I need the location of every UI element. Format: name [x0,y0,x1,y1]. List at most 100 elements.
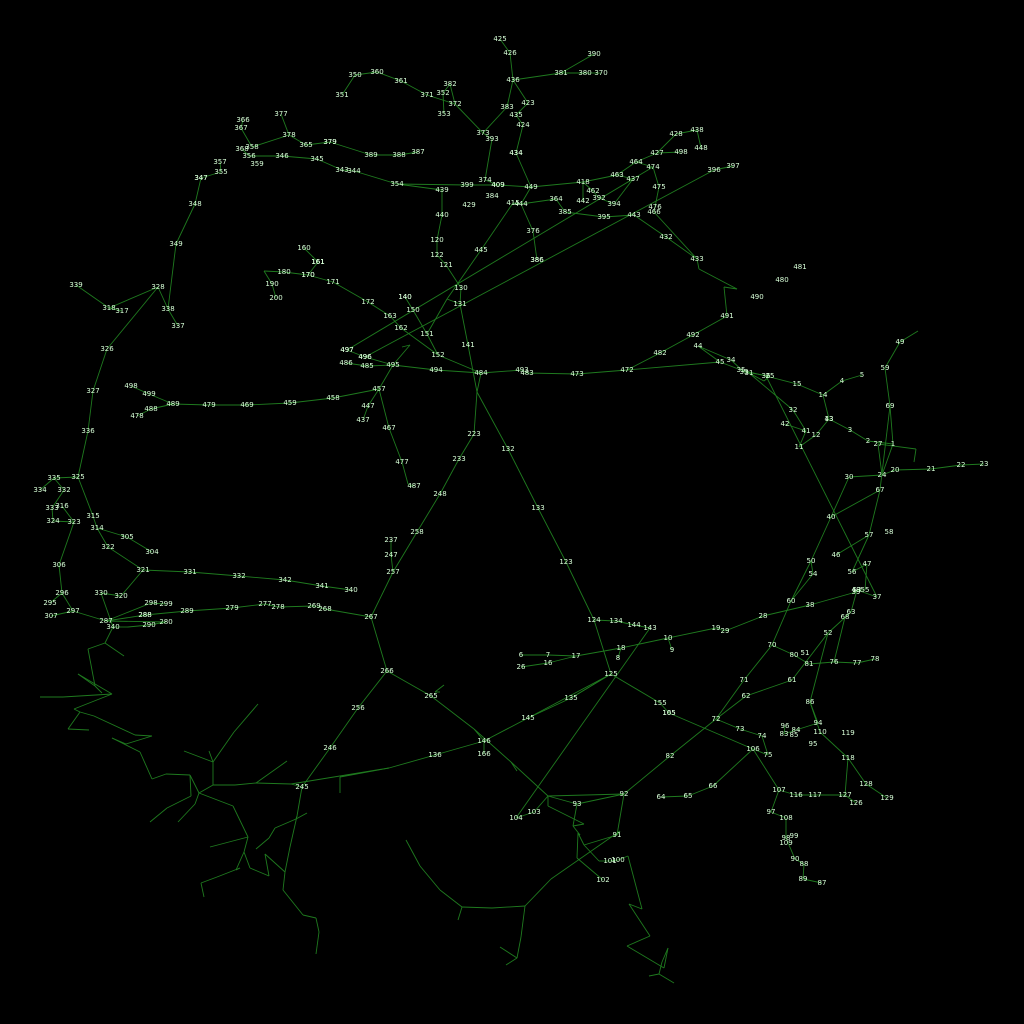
node-label: 11 [795,443,804,451]
graph-edge [73,708,81,713]
node-label: 339 [69,281,82,289]
graph-edge [94,685,103,694]
node-label: 126 [849,799,863,807]
node-label: 485 [360,362,373,370]
node-label: 23 [980,460,989,468]
graph-edge [315,931,320,955]
graph-edge [865,783,888,799]
node-label: 77 [853,659,862,667]
node-label: 72 [712,715,721,723]
node-label: 423 [521,99,534,107]
graph-edge [296,786,303,817]
graph-edge [459,287,462,305]
node-label: 299 [159,600,172,608]
graph-edge [315,917,320,933]
graph-edge [515,811,535,819]
node-label: 494 [429,366,443,374]
graph-edge [739,728,763,737]
graph-edge [603,214,635,218]
graph-edge [616,793,625,836]
node-label: 84 [792,726,801,734]
graph-edge [329,707,359,749]
graph-edge [346,166,654,351]
graph-edge [61,505,75,523]
node-label: 464 [629,158,643,166]
node-label: 122 [430,251,443,259]
node-label: 4 [840,377,845,385]
graph-edge [913,448,917,463]
graph-edge [446,249,482,300]
graph-edge [473,728,512,763]
graph-edge [177,803,196,823]
graph-edge [370,616,388,672]
node-label: 371 [420,91,433,99]
node-label: 474 [646,163,660,171]
node-label: 165 [662,709,675,717]
node-label: 69 [886,402,895,410]
node-label: 279 [225,604,238,612]
graph-edge [52,520,75,523]
graph-edge [281,155,318,160]
graph-edge [75,284,110,309]
node-label: 333 [45,504,58,512]
graph-edge [100,592,122,597]
node-label: 381 [554,69,567,77]
graph-edge [499,38,511,54]
node-label: 482 [653,349,666,357]
node-label: 491 [720,312,733,320]
node-label: 318 [102,304,115,312]
graph-edge [277,605,315,608]
node-label: 337 [171,322,184,330]
graph-edge [216,867,241,878]
node-label: 395 [597,213,610,221]
node-label: 37 [873,593,882,601]
graph-edge [515,124,524,154]
graph-edge [633,624,651,629]
node-label: 387 [411,148,424,156]
node-label: 434 [509,149,523,157]
node-label: 46 [832,551,841,559]
node-label: 129 [880,794,893,802]
node-label: 99 [790,832,799,840]
graph-edge [186,607,233,612]
node-label: 269 [307,602,320,610]
graph-edge [139,751,153,780]
node-label: 287 [99,617,112,625]
node-label: 40 [827,513,836,521]
graph-edge [809,591,857,606]
graph-edge [576,793,625,805]
node-label: 436 [506,76,520,84]
graph-edge [240,119,244,129]
graph-edge [136,408,152,417]
node-label: 437 [626,175,639,183]
node-label: 145 [521,714,534,722]
node-label: 93 [573,800,582,808]
graph-edge [697,345,721,363]
graph-edge [104,626,114,644]
node-label: 160 [297,244,310,252]
graph-edge [62,693,113,698]
graph-edge [401,344,411,348]
node-label: 8 [616,654,620,662]
graph-edge [321,585,352,591]
node-label: 385 [558,208,571,216]
graph-edge [743,644,773,681]
graph-edge [810,516,832,562]
node-label: 347 [194,174,207,182]
graph-edge [809,632,829,703]
graph-edge [668,712,754,750]
node-label: 496 [358,353,372,361]
node-label: 10 [664,634,673,642]
node-label: 316 [55,502,69,510]
node-label: 278 [271,603,284,611]
graph-edge [339,767,390,778]
graph-edge [692,315,728,336]
graph-edge [790,560,812,602]
graph-edge [302,914,317,919]
graph-edge [771,600,792,646]
graph-edge [255,782,292,785]
node-label: 336 [81,427,95,435]
graph-edge [819,731,849,759]
graph-edge [576,832,579,859]
node-label: 65 [684,792,693,800]
